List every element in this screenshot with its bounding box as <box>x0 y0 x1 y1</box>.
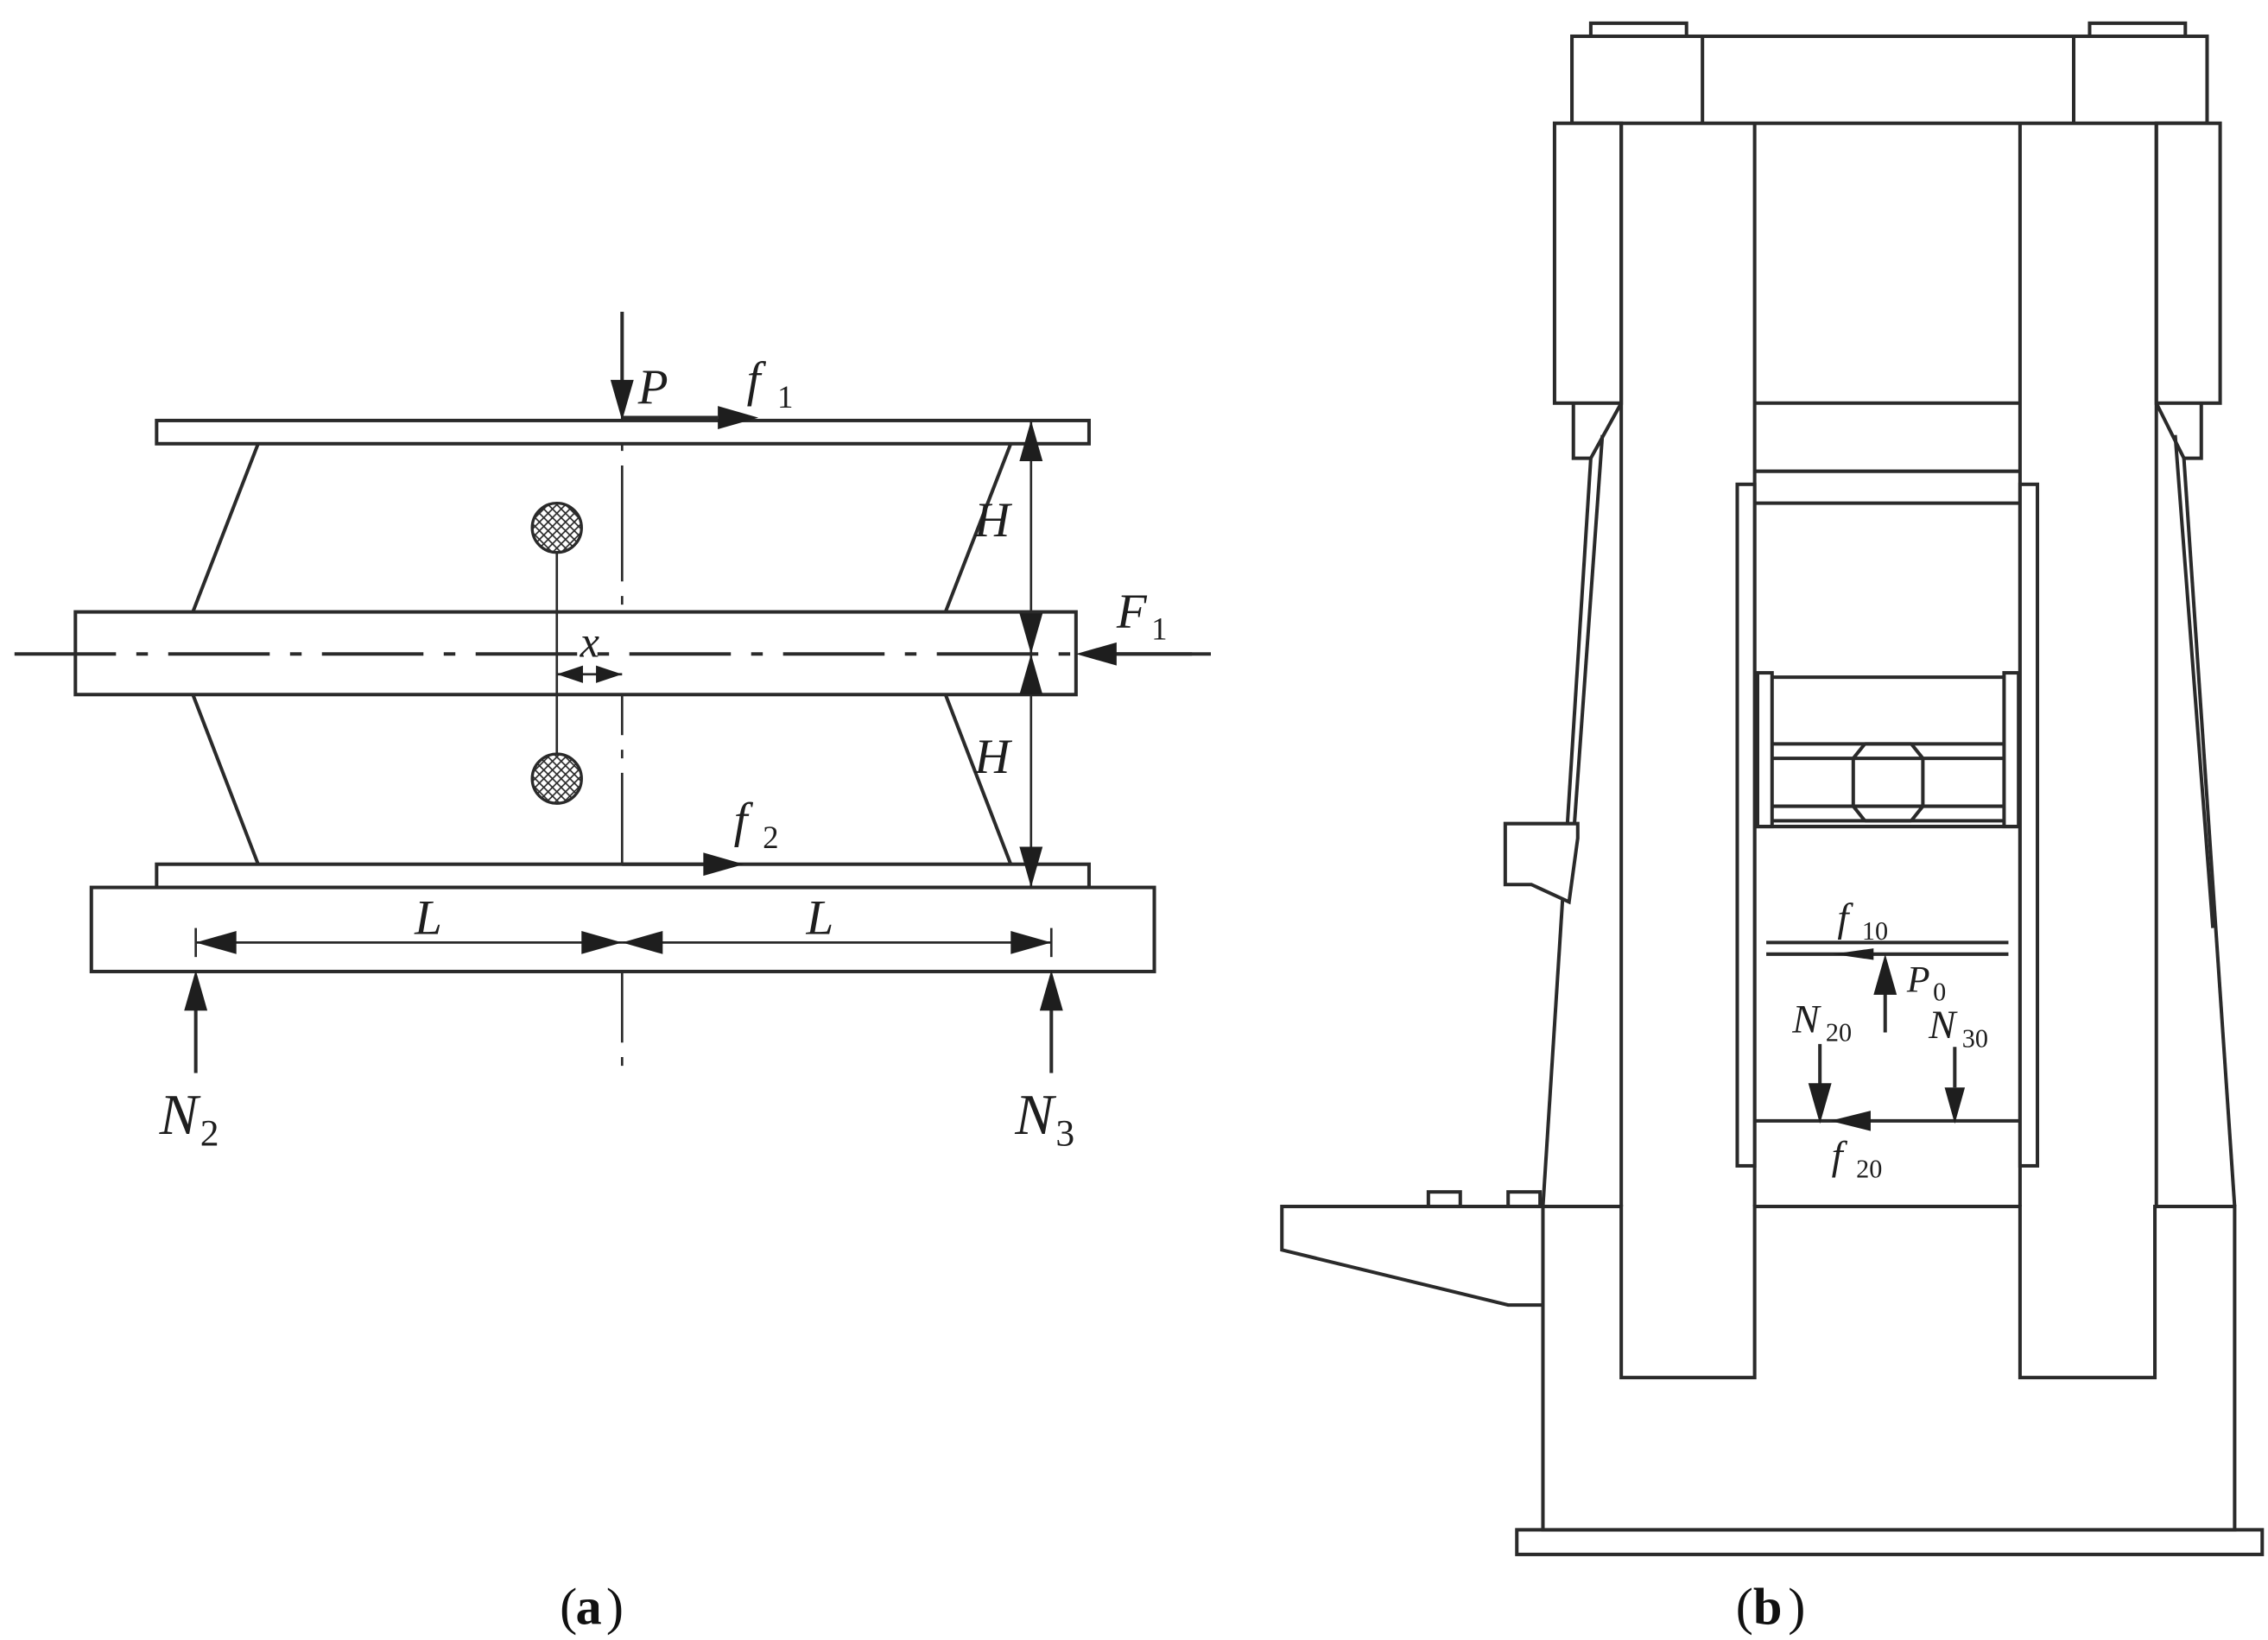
left-bracket-small <box>1503 821 1580 905</box>
press-housing <box>1541 1204 2237 1532</box>
label-H-top: H <box>973 493 1012 548</box>
label-f20-sub: 20 <box>1856 1154 1882 1183</box>
top-plate <box>155 418 1091 446</box>
label-f1: f <box>747 352 767 407</box>
caption-b-letter: b <box>1753 1579 1783 1637</box>
label-L-right: L <box>806 890 834 945</box>
label-H-bottom: H <box>973 730 1012 784</box>
label-P0: P <box>1906 959 1930 1000</box>
label-P0-sub: 0 <box>1933 978 1946 1007</box>
hatched-circle-top <box>530 501 583 554</box>
caption-a: ( a ) <box>560 1579 624 1637</box>
label-N30-sub: 30 <box>1962 1023 1988 1053</box>
label-N20: N <box>1791 997 1821 1042</box>
label-N2: N <box>159 1082 201 1147</box>
caption-a-letter: a <box>576 1579 602 1637</box>
label-P: P <box>637 360 668 415</box>
svg-text:): ) <box>1788 1579 1805 1637</box>
label-f2: f <box>734 794 754 848</box>
lower-plate <box>155 862 1091 890</box>
label-f20: f <box>1832 1133 1848 1178</box>
label-f10: f <box>1837 896 1853 940</box>
label-N20-sub: 20 <box>1826 1018 1852 1048</box>
base-block <box>89 885 1156 973</box>
svg-text:(: ( <box>560 1579 577 1637</box>
svg-text:(: ( <box>1736 1579 1753 1637</box>
label-L-left: L <box>414 890 442 945</box>
label-f10-sub: 10 <box>1862 916 1888 946</box>
label-F1-sub: 1 <box>1151 611 1167 646</box>
label-N2-sub: 2 <box>200 1112 219 1154</box>
panel-b-drawing <box>1280 21 2265 1556</box>
label-N30: N <box>1928 1003 1958 1048</box>
label-f1-sub: 1 <box>777 379 793 415</box>
press-crown <box>1570 34 2209 125</box>
label-N3-sub: 3 <box>1055 1112 1074 1154</box>
caption-b: ( b ) <box>1736 1579 1806 1637</box>
svg-text:): ) <box>606 1579 624 1637</box>
hatched-circle-bottom <box>530 752 583 805</box>
label-f2-sub: 2 <box>763 820 778 855</box>
label-F1: F <box>1116 585 1148 639</box>
label-x: x <box>580 618 599 667</box>
left-table <box>1280 1204 1545 1308</box>
label-N3: N <box>1014 1082 1056 1147</box>
press-base-plate <box>1515 1528 2265 1556</box>
panel-a-drawing <box>14 312 1211 1080</box>
